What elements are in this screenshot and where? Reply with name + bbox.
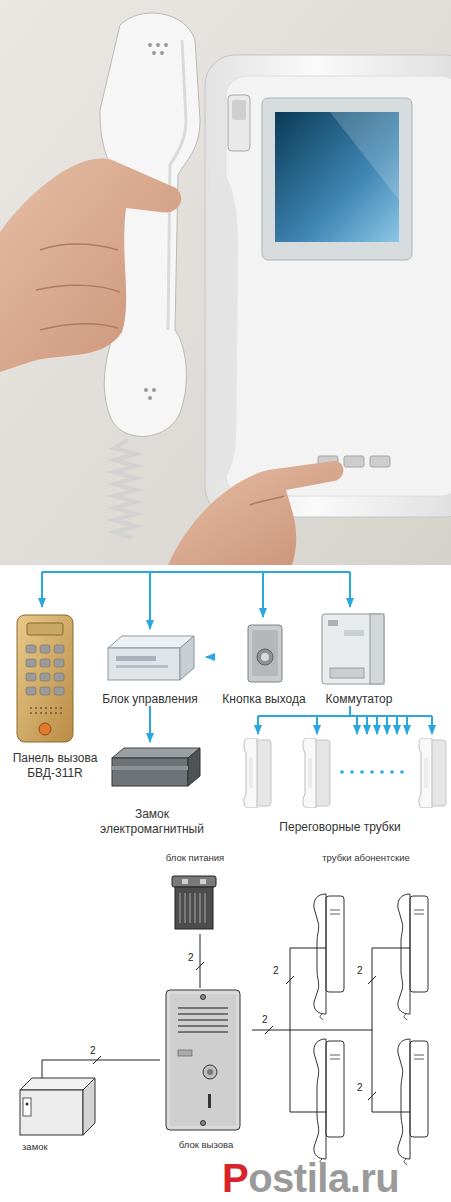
connector [42, 1056, 160, 1072]
wire-count: 2 [90, 1046, 96, 1056]
component-label: Кнопка выхода [222, 692, 305, 706]
connector-line [42, 1060, 160, 1072]
component-box: Переговорные трубки [232, 734, 448, 834]
component-label: замок [22, 1141, 48, 1152]
component-box: Блок управления [94, 632, 206, 706]
connector-line [252, 1030, 285, 1031]
component-box: Кнопка выхода [214, 620, 314, 706]
connector-line [366, 716, 368, 734]
component-label: Переговорные трубки [279, 820, 400, 834]
wire-slash [265, 1026, 273, 1034]
component-box: трубки абонентские [285, 852, 447, 1165]
wire-slash [93, 1056, 101, 1064]
connector-line [396, 716, 398, 734]
exit-button-picture [248, 625, 282, 682]
component-label: Замок электромагнитный [94, 807, 210, 836]
connector-line [349, 706, 351, 716]
connector-line [356, 716, 358, 734]
connector-line [257, 716, 259, 734]
wire-count: 2 [262, 1015, 268, 1025]
connector [252, 1026, 285, 1034]
connector-line [206, 656, 214, 658]
feed-bus [42, 572, 350, 629]
component-box: Панель вызова БВД-311R [0, 610, 110, 780]
component-label: блок вызова [179, 1139, 233, 1150]
wire-count: 2 [357, 1083, 363, 1093]
component-label: Панель вызова БВД-311R [5, 751, 105, 780]
component-box: блок вызова [160, 988, 252, 1150]
diagram-background [0, 565, 451, 1202]
power-supply-picture [172, 876, 216, 929]
connector-line [376, 716, 378, 734]
watermark: Postila.ru [222, 1158, 399, 1198]
wire-count: 2 [188, 953, 194, 963]
connector [196, 934, 204, 988]
connector-line [200, 934, 201, 988]
connector [206, 657, 214, 658]
call-panel-picture [17, 615, 73, 742]
component-box: Замок электромагнитный [90, 742, 214, 836]
switch-unit-picture [322, 614, 384, 684]
intercom-photo [0, 0, 451, 565]
magnetic-lock-picture [112, 748, 200, 786]
connector-line [431, 716, 433, 734]
connector-line [316, 716, 318, 734]
component-box: замок [14, 1072, 102, 1152]
connector-line [258, 715, 432, 717]
component-label: трубки абонентские [322, 852, 409, 863]
component-box: блок питания [148, 852, 242, 934]
component-label: Блок управления [102, 692, 198, 706]
subscriber-phones [314, 894, 428, 1168]
connector [258, 706, 432, 734]
connector-line [386, 716, 388, 734]
talk-handsets [244, 738, 446, 808]
component-box: Коммутатор [316, 610, 402, 706]
wire-count: 2 [357, 966, 363, 976]
connector-line [149, 706, 151, 742]
connector-line [406, 716, 408, 734]
lock-picture [20, 1072, 95, 1135]
connector [150, 706, 151, 742]
component-label: блок питания [166, 852, 224, 863]
wire-slash [196, 962, 204, 970]
control-unit-picture [108, 636, 194, 680]
component-label: Коммутатор [326, 692, 393, 706]
phone-wiring [285, 948, 410, 1112]
wire-count: 2 [273, 966, 279, 976]
call-block-picture [166, 990, 240, 1130]
